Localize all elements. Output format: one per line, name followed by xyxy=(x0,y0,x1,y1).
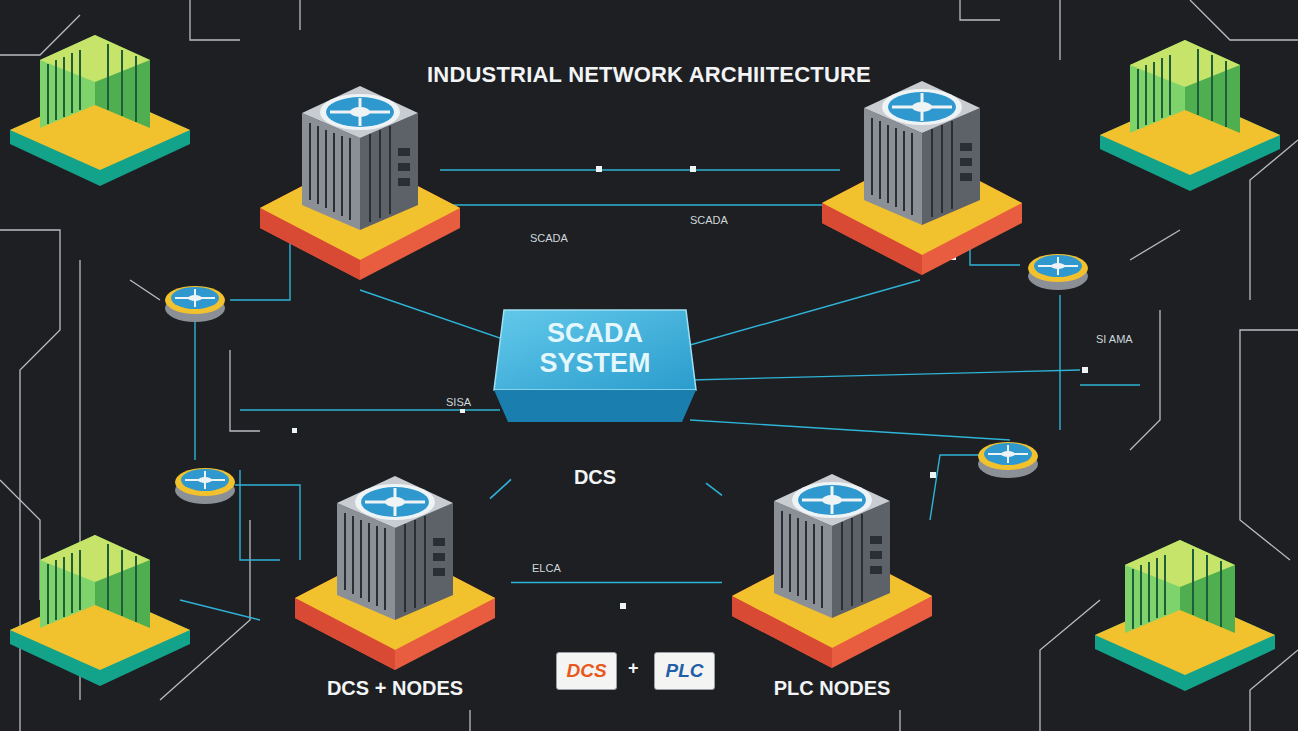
wire-label: SI AMA xyxy=(1094,333,1135,346)
logo-badge: PLC xyxy=(654,652,715,690)
wire-label: SCADA xyxy=(528,232,570,245)
server-node: PLC NODES xyxy=(722,455,948,710)
node-caption: DCS + NODES xyxy=(285,677,505,700)
server-node: DCS + NODES xyxy=(285,455,511,710)
link-line xyxy=(490,479,511,498)
wire-label: SISA xyxy=(444,396,473,409)
wire-label: ELCA xyxy=(530,562,563,575)
system-subtitle: DCS xyxy=(490,466,700,489)
network-link xyxy=(511,582,722,583)
logo-text: DCS xyxy=(557,660,616,682)
scada-box: SCADA SYSTEM DCS xyxy=(490,300,706,500)
logo-text: PLC xyxy=(655,660,714,682)
network-link xyxy=(706,483,722,495)
wire-label: SCADA xyxy=(688,214,730,227)
logo-badge: DCS xyxy=(556,652,617,690)
plus-sign: + xyxy=(626,658,641,678)
node-caption: PLC NODES xyxy=(722,677,942,700)
link-line xyxy=(706,483,722,495)
link-line xyxy=(511,582,722,584)
network-link xyxy=(490,479,511,498)
diagram-title: INDUSTRIAL NETWORK ARCHIITECTURE xyxy=(0,62,1298,88)
system-name: SCADA SYSTEM xyxy=(520,318,670,378)
